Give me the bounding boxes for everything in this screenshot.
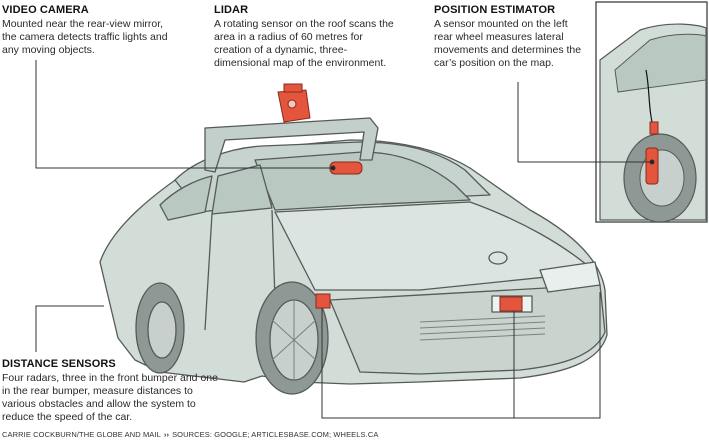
camera-leader xyxy=(35,60,333,169)
distance-sensors-label: DISTANCE SENSORS Four radars, three in t… xyxy=(2,358,224,424)
distance-leader-center xyxy=(321,292,601,419)
lidar-cap xyxy=(283,83,303,93)
position-leader xyxy=(517,82,652,163)
rear-wheel-rim xyxy=(147,301,177,359)
video-camera-label: VIDEO CAMERA Mounted near the rear-view … xyxy=(2,4,172,57)
distance-sensor-left xyxy=(315,293,331,309)
credit-separator: ›› xyxy=(163,430,170,439)
car-emblem xyxy=(488,251,508,265)
distance-sensor-center xyxy=(499,296,523,312)
headlight xyxy=(539,261,601,293)
front-grille xyxy=(419,315,546,341)
roof-rack xyxy=(204,117,379,173)
credit-line: CARRIE COCKBURN/THE GLOBE AND MAIL››SOUR… xyxy=(2,430,378,439)
lidar-label: LIDAR A rotating sensor on the roof scan… xyxy=(214,4,394,70)
distance-sensors-description: Four radars, three in the front bumper a… xyxy=(2,372,218,423)
position-estimator-title: POSITION ESTIMATOR xyxy=(434,4,556,16)
lidar-description: A rotating sensor on the roof scans the … xyxy=(214,18,394,69)
lidar-lens xyxy=(287,99,297,109)
position-leader-dot xyxy=(649,159,655,165)
inset-window xyxy=(614,33,707,93)
credit-author: CARRIE COCKBURN/THE GLOBE AND MAIL xyxy=(2,430,161,439)
inset-mount xyxy=(649,121,659,135)
door-lines xyxy=(204,209,276,331)
position-estimator-description: A sensor mounted on the left rear wheel … xyxy=(434,18,582,69)
front-wheel-spokes xyxy=(271,300,317,380)
distance-sensors-title: DISTANCE SENSORS xyxy=(2,358,116,370)
position-estimator-label: POSITION ESTIMATOR A sensor mounted on t… xyxy=(434,4,584,70)
side-window-front xyxy=(211,164,273,215)
position-estimator-inset xyxy=(595,1,708,223)
video-camera-description: Mounted near the rear-view mirror, the c… xyxy=(2,18,168,56)
lidar-title: LIDAR xyxy=(214,4,249,16)
car-illustration xyxy=(99,117,608,395)
leader-lines xyxy=(35,60,655,419)
video-camera-title: VIDEO CAMERA xyxy=(2,4,89,16)
credit-sources: SOURCES: GOOGLE; ARTICLESBASE.COM; WHEEL… xyxy=(172,430,379,439)
position-estimator-sensor xyxy=(645,147,659,185)
front-bumper xyxy=(329,284,606,375)
side-window-rear xyxy=(159,175,213,221)
camera-leader-dot xyxy=(330,165,336,171)
distance-leader-left xyxy=(35,305,104,352)
sensors xyxy=(277,83,523,312)
